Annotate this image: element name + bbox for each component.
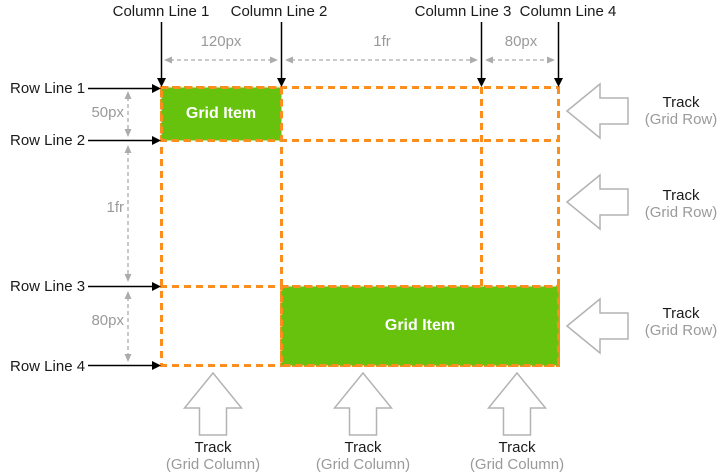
row-track-arrow-2 <box>565 173 629 231</box>
row-track-arrows <box>565 82 629 355</box>
dim-1fr-row-bottom-head <box>124 274 132 282</box>
row-line-2-label: Row Line 2 <box>10 132 86 149</box>
column-track-2-subtitle: (Grid Column) <box>315 456 411 473</box>
row-track-1-subtitle: (Grid Row) <box>644 111 718 128</box>
column-size-120px-label: 120px <box>200 33 242 50</box>
row-line-3-label: Row Line 3 <box>10 278 86 295</box>
row-line-2-arrowhead <box>152 136 161 145</box>
column-track-1-title: Track <box>194 439 232 456</box>
column-line-pointer-arrows <box>157 22 563 87</box>
row-line-1-label: Row Line 1 <box>10 80 86 97</box>
column-track-arrow-3 <box>486 371 548 436</box>
column-track-1-subtitle: (Grid Column) <box>165 456 261 473</box>
column-line-4-arrowhead <box>554 78 563 87</box>
column-line-1-label: Column Line 1 <box>112 3 210 20</box>
row-track-2-label: Track (Grid Row) <box>645 187 718 221</box>
dim-50px-top-head <box>124 91 132 99</box>
column-line-3-arrowhead <box>477 78 486 87</box>
row-line-1-arrowhead <box>152 84 161 93</box>
column-track-3-title: Track <box>498 439 536 456</box>
row-track-3-subtitle: (Grid Row) <box>644 322 718 339</box>
row-size-1fr-label: 1fr <box>106 199 124 216</box>
column-track-2-title: Track <box>344 439 382 456</box>
column-size-1fr-label: 1fr <box>373 33 391 50</box>
row-line-4-arrowhead <box>152 361 161 370</box>
grid-item-2-box <box>280 285 560 367</box>
column-line-4-label: Column Line 4 <box>519 3 617 20</box>
row-size-50px-label: 50px <box>91 104 124 121</box>
row-track-3-title: Track <box>662 305 700 322</box>
dim-80px-right-head <box>547 56 555 64</box>
dim-1fr-left-head <box>285 56 293 64</box>
dim-1fr-right-head <box>470 56 478 64</box>
column-line-3-label: Column Line 3 <box>414 3 512 20</box>
column-track-1-label: Track (Grid Column) <box>166 439 260 473</box>
dim-50px-bottom-head <box>124 129 132 137</box>
row-track-arrow-3 <box>565 297 629 355</box>
row-track-2-title: Track <box>662 187 700 204</box>
row-track-arrow-1 <box>565 82 629 140</box>
row-size-80px-label: 80px <box>91 312 124 329</box>
row-track-3-label: Track (Grid Row) <box>645 305 718 339</box>
dim-120px-left-head <box>164 56 172 64</box>
row-track-1-label: Track (Grid Row) <box>645 94 718 128</box>
grid-item-1-box <box>160 86 283 142</box>
column-track-arrow-1 <box>182 371 244 436</box>
column-track-arrow-2 <box>332 371 394 436</box>
column-track-3-label: Track (Grid Column) <box>470 439 564 473</box>
column-track-arrows <box>182 371 548 436</box>
grid-item-2-label: Grid Item <box>384 317 456 334</box>
row-line-3-arrowhead <box>152 282 161 291</box>
row-size-dimension-arrows <box>124 91 132 362</box>
dim-80px-row-top-head <box>124 291 132 299</box>
row-track-2-subtitle: (Grid Row) <box>644 204 718 221</box>
column-line-2-label: Column Line 2 <box>230 3 328 20</box>
dim-80px-left-head <box>485 56 493 64</box>
dim-80px-row-bottom-head <box>124 354 132 362</box>
column-track-3-subtitle: (Grid Column) <box>469 456 565 473</box>
row-line-pointer-arrows <box>88 84 161 370</box>
column-line-2-arrowhead <box>277 78 286 87</box>
column-size-80px-label: 80px <box>504 33 538 50</box>
grid-item-1-label: Grid Item <box>185 105 257 122</box>
column-track-2-label: Track (Grid Column) <box>316 439 410 473</box>
dim-120px-right-head <box>270 56 278 64</box>
column-line-1-arrowhead <box>157 78 166 87</box>
row-line-4-label: Row Line 4 <box>10 358 86 375</box>
dim-1fr-row-top-head <box>124 145 132 153</box>
column-size-dimension-arrows <box>164 56 555 64</box>
row-track-1-title: Track <box>662 94 700 111</box>
